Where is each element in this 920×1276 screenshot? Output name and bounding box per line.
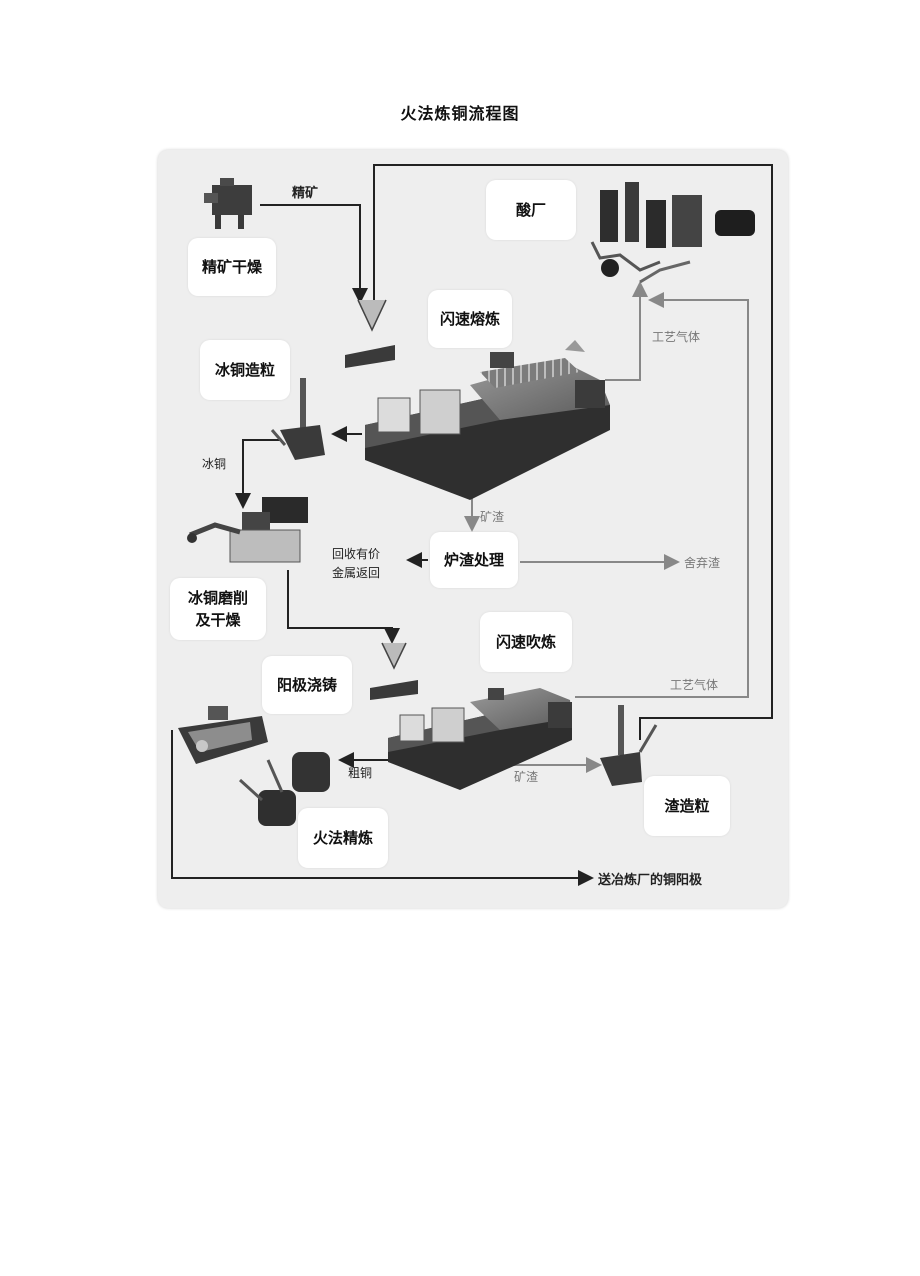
process-gas-text-1: 工艺气体 bbox=[652, 330, 701, 344]
matte-grinding-drying-label: 冰铜磨削 及干燥 bbox=[170, 578, 266, 640]
concentrate-drying-label: 精矿干燥 bbox=[188, 238, 276, 296]
recover-metals-text-2: 金属返回 bbox=[332, 566, 381, 580]
fire-refining-label: 火法精炼 bbox=[298, 808, 388, 868]
flash-smelting-furnace-illustration bbox=[345, 299, 610, 500]
discard-slag-text: 舍弃渣 bbox=[684, 556, 721, 570]
grinding-drying-illustration bbox=[187, 497, 308, 563]
page-title: 火法炼铜流程图 bbox=[400, 104, 520, 123]
flash-converting-furnace-illustration bbox=[370, 642, 572, 790]
acid-plant-label: 酸厂 bbox=[486, 180, 576, 240]
slag-granulation-illustration bbox=[600, 705, 658, 786]
dryer-illustration bbox=[204, 178, 252, 229]
ground-matte-line bbox=[287, 570, 400, 644]
flash-smelting-label: 闪速熔炼 bbox=[428, 290, 512, 348]
anode-casting-illustration bbox=[178, 706, 268, 764]
process-gas-line-2 bbox=[575, 292, 749, 698]
recover-metals-text-1: 回收有价 bbox=[332, 547, 381, 561]
blister-copper-text: 粗铜 bbox=[348, 766, 373, 780]
matte-granulation-illustration bbox=[270, 378, 325, 460]
anode-output-line bbox=[171, 730, 594, 886]
matte-granulation-label: 冰铜造粒 bbox=[200, 340, 290, 400]
to-refinery-text: 送冶炼厂的铜阳极 bbox=[598, 873, 703, 888]
concentrate-text: 精矿 bbox=[292, 186, 319, 201]
anode-casting-label: 阳极浇铸 bbox=[262, 656, 352, 714]
top-loop-line bbox=[373, 164, 773, 740]
matte-text: 冰铜 bbox=[202, 457, 227, 471]
process-gas-line-1 bbox=[605, 281, 648, 381]
fire-refining-illustration bbox=[238, 752, 330, 826]
slag-granulation-label: 渣造粒 bbox=[644, 776, 730, 836]
acid-plant-illustration bbox=[590, 182, 755, 284]
slag-text-2: 矿渣 bbox=[514, 770, 539, 784]
concentrate-flow-line bbox=[260, 204, 368, 304]
process-gas-text-2: 工艺气体 bbox=[670, 678, 719, 692]
flash-converting-label: 闪速吹炼 bbox=[480, 612, 572, 672]
matte-flow-line bbox=[235, 439, 280, 509]
slag-text-1: 矿渣 bbox=[480, 510, 505, 524]
slag-treatment-label: 炉渣处理 bbox=[430, 532, 518, 588]
